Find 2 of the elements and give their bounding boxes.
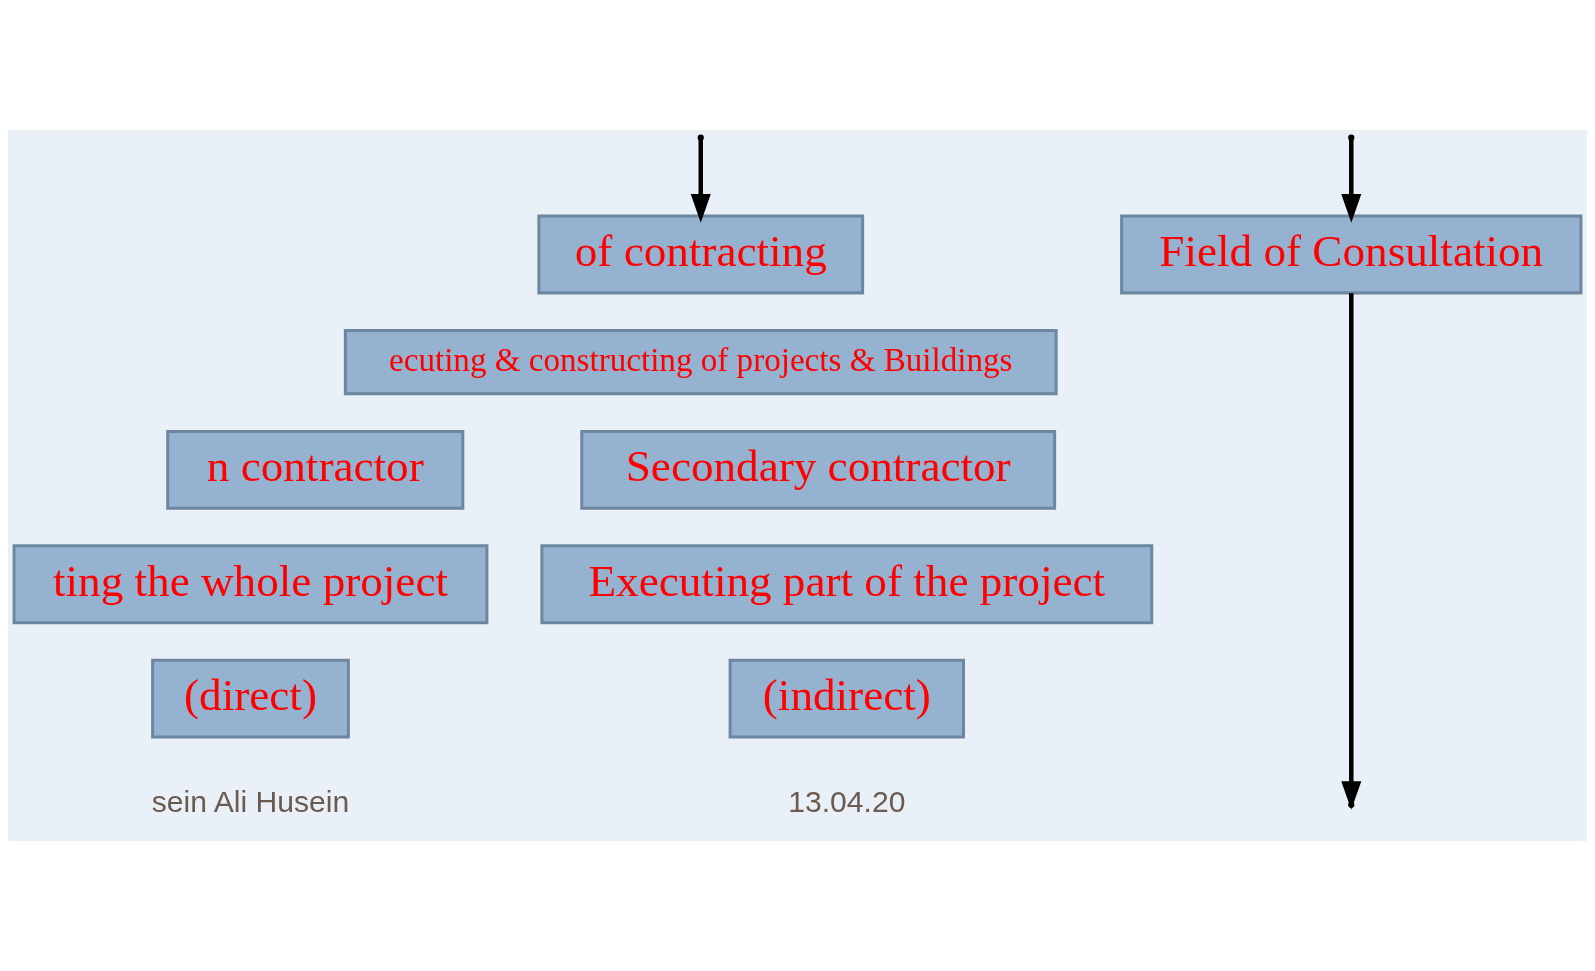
label: 13.04.20	[788, 785, 906, 819]
label: sein Ali Husein	[151, 785, 350, 819]
